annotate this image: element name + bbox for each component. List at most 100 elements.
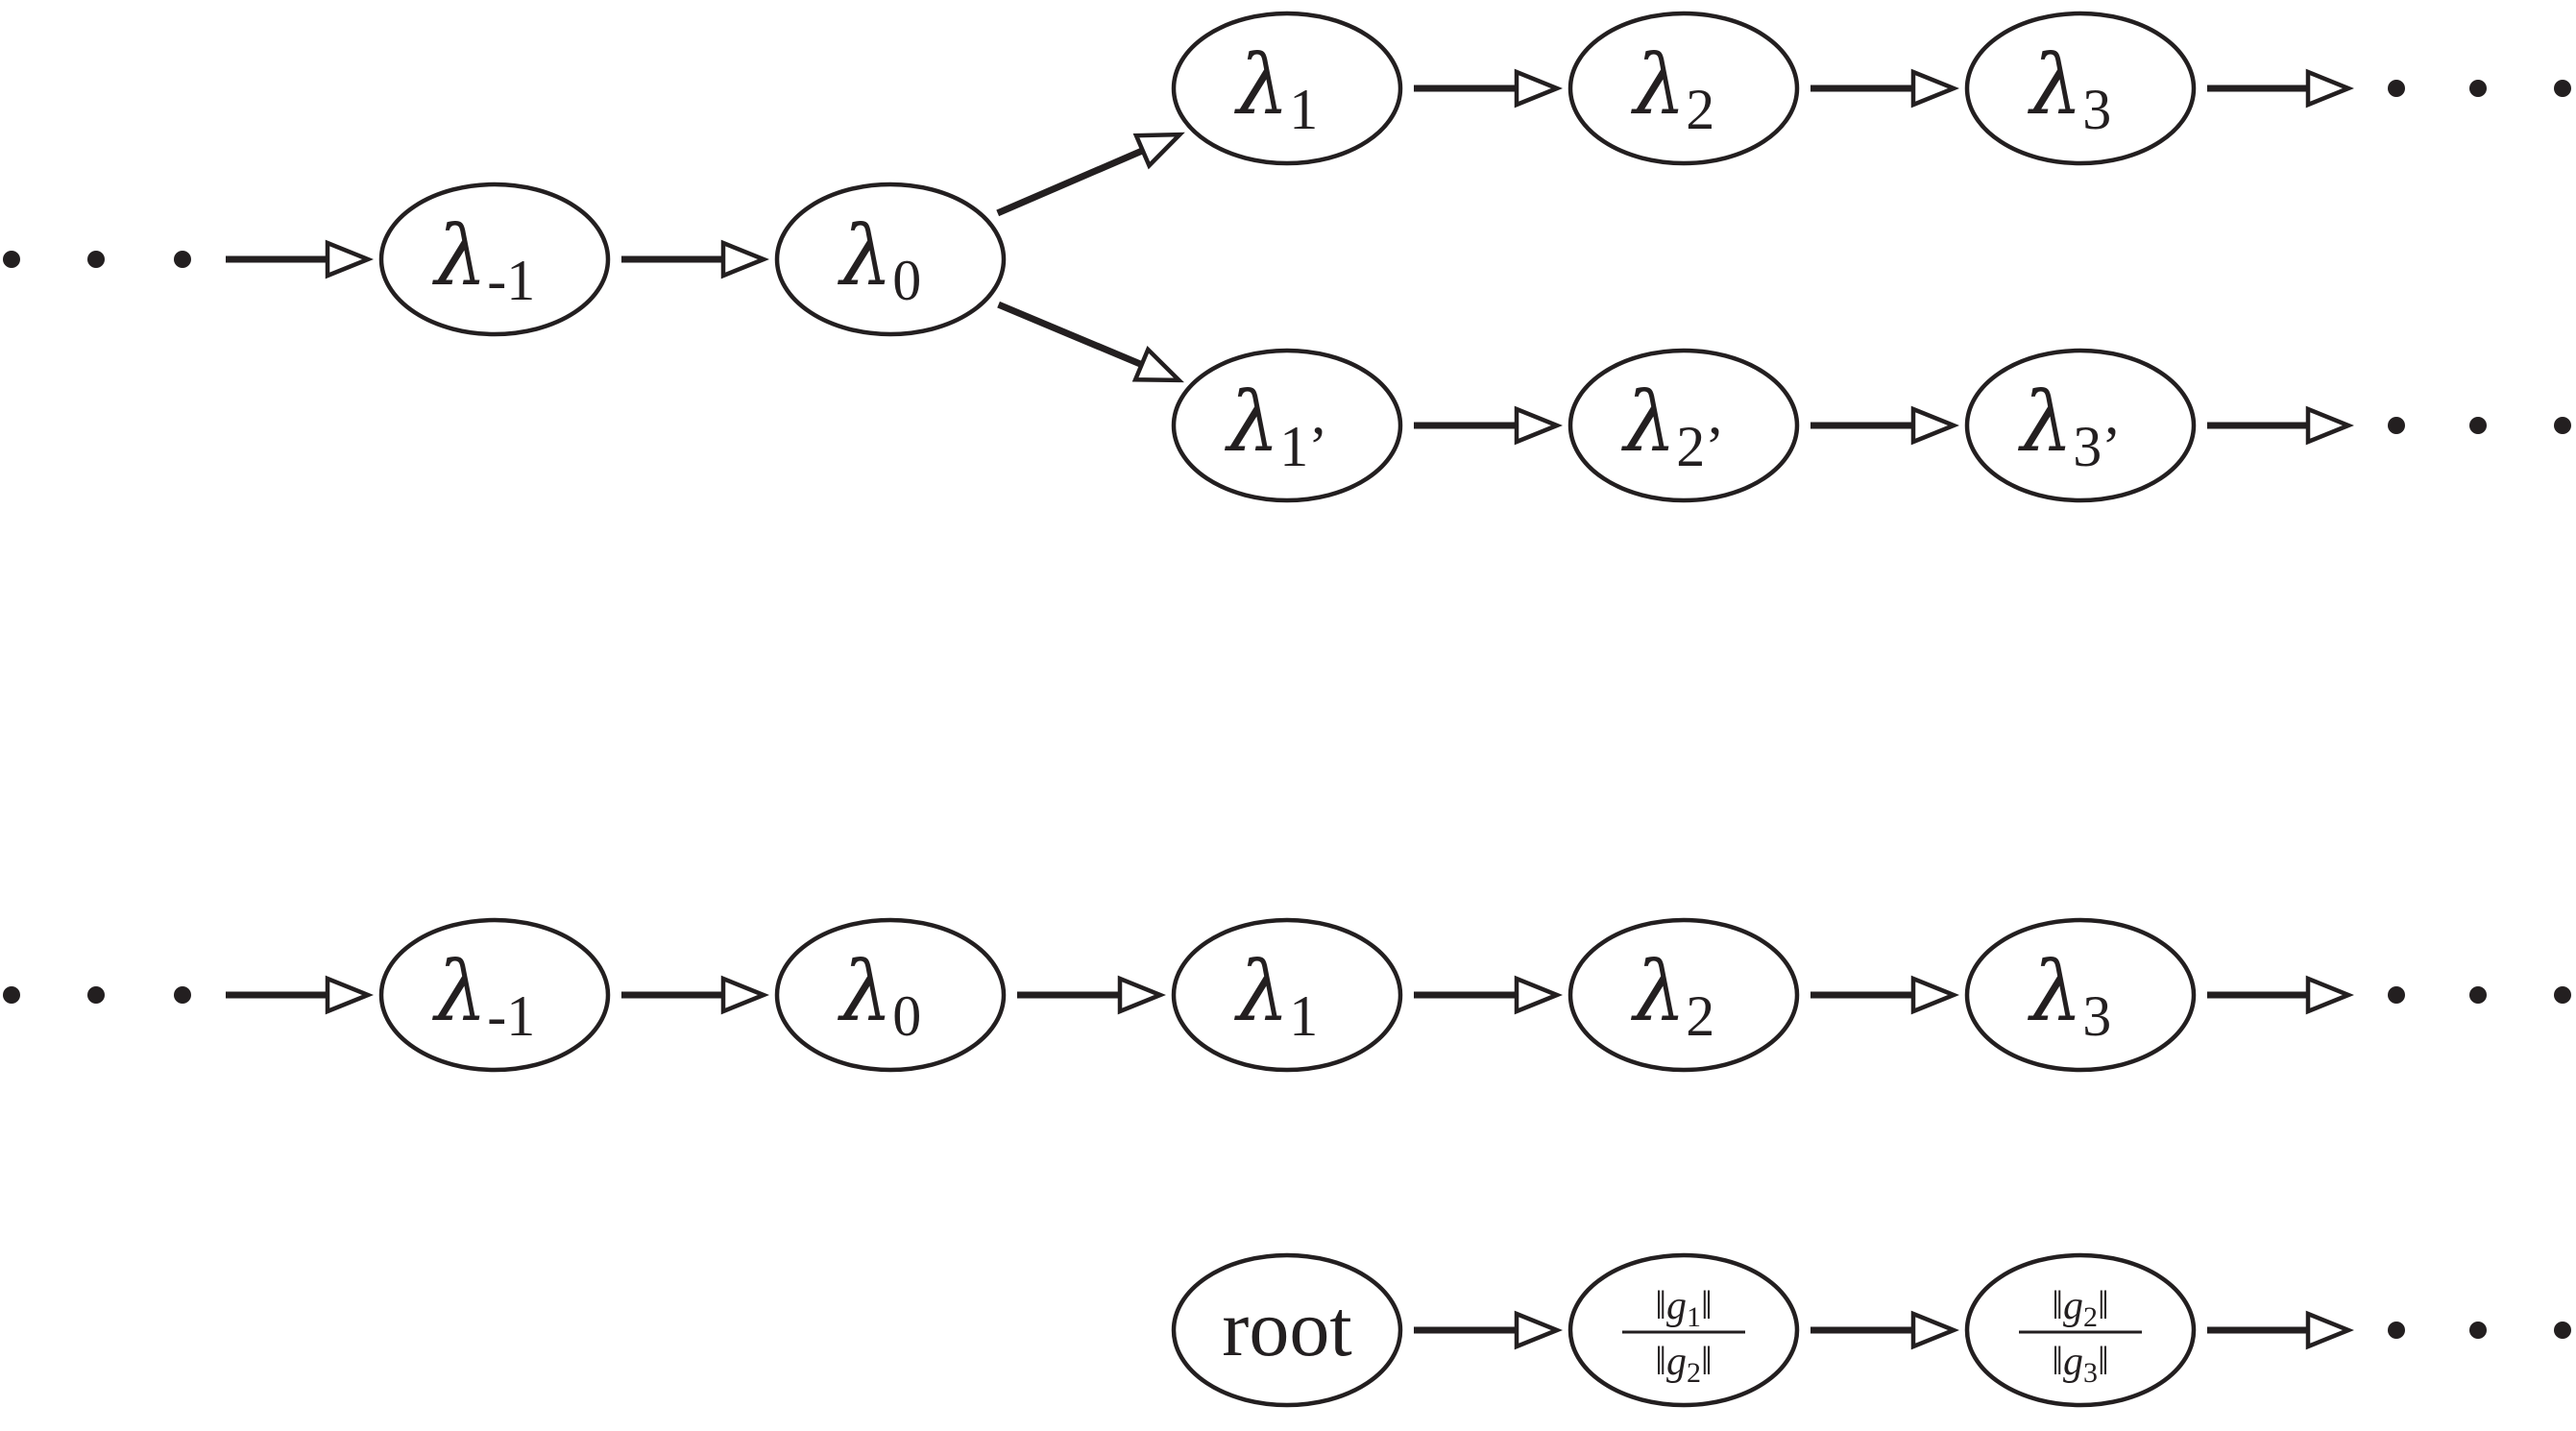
lambda-subscript: 1 <box>1289 78 1318 141</box>
node-ellipse <box>1171 1252 1403 1408</box>
node-b-2: λ2 <box>1567 917 1800 1073</box>
lambda-symbol: λ <box>432 208 488 304</box>
lambda-subscript: 1 <box>1289 984 1318 1048</box>
node-a-2: λ2 <box>1567 11 1800 166</box>
lambda-symbol: λ <box>432 944 488 1040</box>
lambda-subscript: 1’ <box>1279 415 1327 478</box>
edge-a-2p-to-a-3p <box>1810 405 1959 446</box>
ellipsis-dots <box>3 986 191 1004</box>
node-ellipse <box>1964 11 2197 166</box>
node-label: λ3 <box>2028 944 2112 1048</box>
arrowhead <box>2305 975 2354 1015</box>
norm-close: ‖ <box>2098 1340 2109 1384</box>
arrowhead <box>2305 68 2354 109</box>
arrowhead <box>1514 975 1563 1015</box>
ellipsis-dots <box>2388 417 2571 434</box>
node-b-m1: λ-1 <box>378 917 611 1073</box>
node-a-1: λ1 <box>1171 11 1403 166</box>
arrowhead <box>1131 345 1184 383</box>
lambda-symbol: λ <box>2028 37 2083 133</box>
norm-open: ‖ <box>1655 1284 1666 1328</box>
root-label: root <box>1222 1284 1351 1373</box>
fraction-num: ‖g2‖ <box>2052 1284 2109 1333</box>
node-ellipse <box>1964 348 2197 503</box>
lambda-subscript: -1 <box>487 249 535 312</box>
node-ellipse <box>1171 917 1403 1073</box>
ellipsis-dot <box>2388 417 2405 434</box>
norm-close: ‖ <box>1701 1284 1713 1328</box>
ellipsis-dot <box>2469 80 2487 97</box>
ellipsis-dot <box>2388 986 2405 1004</box>
node-label: λ-1 <box>432 944 536 1048</box>
node-ellipse <box>1964 917 2197 1073</box>
edge-b-in-to-b-m1 <box>226 975 374 1015</box>
node-ellipse <box>378 917 611 1073</box>
ellipsis-dot <box>2554 1322 2571 1339</box>
edge-shaft <box>996 147 1145 217</box>
edge-b-0-to-b-1 <box>1017 975 1166 1015</box>
ellipsis-dot <box>2469 986 2487 1004</box>
ellipsis-dot <box>3 251 20 268</box>
arrowhead <box>1910 405 1959 446</box>
lambda-symbol: λ <box>1621 375 1677 471</box>
edge-a-3p-to-a-out2 <box>2207 405 2354 446</box>
edge-b-1-to-b-2 <box>1414 975 1563 1015</box>
lambda-subscript: 3 <box>2082 984 2111 1048</box>
g-subscript: 2 <box>1687 1357 1701 1389</box>
ellipsis-dot <box>2388 1322 2405 1339</box>
node-label: λ-1 <box>432 208 536 312</box>
fraction-den: ‖g2‖ <box>1655 1340 1713 1389</box>
arrowhead <box>325 975 374 1015</box>
lambda-symbol: λ <box>1631 944 1687 1040</box>
node-a-m1: λ-1 <box>378 182 611 337</box>
ellipsis-dot <box>87 251 105 268</box>
ellipsis-dot <box>174 986 191 1004</box>
node-a-1p: λ1’ <box>1171 348 1403 503</box>
lambda-symbol: λ <box>2028 944 2083 1040</box>
node-ellipse <box>774 182 1007 337</box>
g-symbol: g <box>2063 1284 2083 1328</box>
lambda-subscript: -1 <box>487 984 535 1048</box>
lambda-subscript: 0 <box>892 984 921 1048</box>
lambda-subscript: 2’ <box>1676 415 1724 478</box>
norm-open: ‖ <box>2052 1340 2063 1384</box>
lambda-subscript: 2 <box>1686 984 1714 1048</box>
ellipsis-dots <box>2388 1322 2571 1339</box>
norm-close: ‖ <box>1701 1340 1713 1384</box>
ellipsis-dot <box>174 251 191 268</box>
node-label: λ1 <box>1234 944 1319 1048</box>
edge-a-3-to-a-out <box>2207 68 2354 109</box>
node-ellipse <box>1964 1252 2197 1408</box>
fraction-den: ‖g3‖ <box>2052 1340 2109 1389</box>
norm-open: ‖ <box>2052 1284 2063 1328</box>
node-label: λ2’ <box>1621 375 1725 478</box>
node-b-3: λ3 <box>1964 917 2197 1073</box>
ellipsis-dot <box>2469 1322 2487 1339</box>
edge-b-m1-to-b-0 <box>621 975 769 1015</box>
lambda-symbol: λ <box>1234 944 1290 1040</box>
edge-c-root-to-c-f1 <box>1414 1310 1563 1350</box>
node-label: λ0 <box>838 208 922 312</box>
lambda-symbol: λ <box>2018 375 2074 471</box>
arrowhead <box>2305 405 2354 446</box>
norm-close: ‖ <box>2098 1284 2109 1328</box>
arrowhead <box>720 239 769 279</box>
node-ellipse <box>378 182 611 337</box>
arrowhead <box>1117 975 1166 1015</box>
ellipsis-dots <box>3 251 191 268</box>
arrowhead <box>1910 68 1959 109</box>
g-subscript: 3 <box>2083 1357 2098 1389</box>
node-label: λ1’ <box>1225 375 1328 478</box>
node-c-f2: ‖g2‖‖g3‖ <box>1964 1252 2197 1408</box>
node-label: λ3 <box>2028 37 2112 141</box>
node-ellipse <box>1567 11 1800 166</box>
node-label: λ3’ <box>2018 375 2122 478</box>
node-ellipse <box>1567 917 1800 1073</box>
edge-b-2-to-b-3 <box>1810 975 1959 1015</box>
edge-c-f2-to-c-out <box>2207 1310 2354 1350</box>
arrowhead <box>325 239 374 279</box>
node-label: λ2 <box>1631 944 1715 1048</box>
ellipsis-dot <box>2469 417 2487 434</box>
edge-a-1-to-a-2 <box>1414 68 1563 109</box>
